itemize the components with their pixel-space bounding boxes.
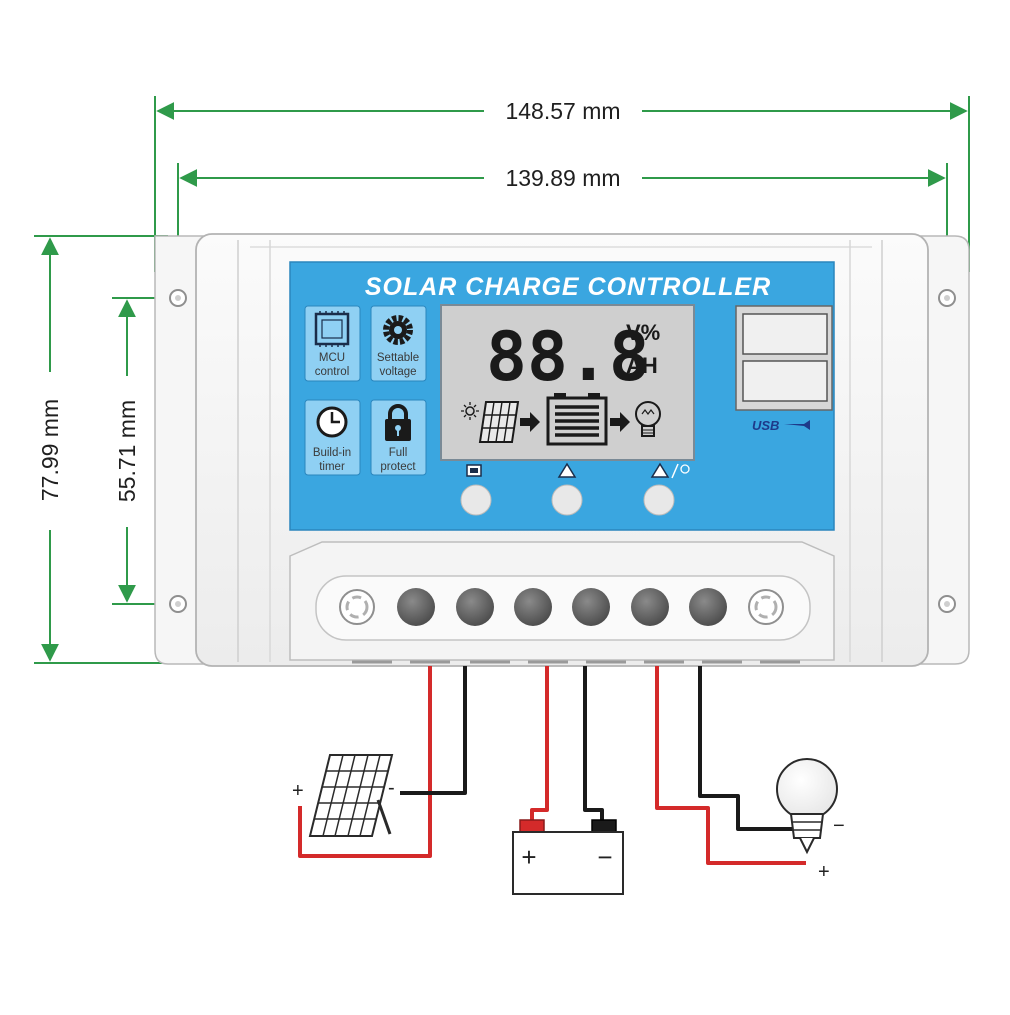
solar-plus-sign: + (292, 780, 304, 802)
clock-icon (316, 406, 348, 438)
panel-button-menu[interactable] (460, 464, 492, 516)
lcd-display: 88.8 V% AH (440, 304, 695, 461)
solar-panel: + - (292, 754, 395, 837)
terminal-block (289, 541, 835, 664)
usb-label: USB (752, 418, 779, 433)
feature-settable-voltage: Settable voltage (370, 305, 427, 382)
dimension-hole-height: 55.71 mm (114, 400, 140, 502)
load-minus-sign: − (833, 815, 845, 837)
dimension-overall-height: 77.99 mm (37, 399, 63, 501)
battery-plus-sign: + (521, 842, 536, 872)
wire-solar-positive (298, 666, 432, 858)
wire-battery-negative (583, 666, 604, 822)
feature-label-line1: MCU (319, 352, 345, 364)
arrow-right-icon (520, 412, 540, 432)
panel-button-up[interactable] (551, 462, 583, 516)
wire-battery-positive (530, 666, 549, 822)
terminal-solar-positive[interactable] (397, 588, 435, 626)
up-light-icon (650, 462, 670, 478)
feature-full-protect: Full protect (370, 399, 427, 476)
feature-label-line2: timer (319, 461, 345, 473)
battery-negative-post (591, 819, 617, 833)
light-bulb-icon (635, 401, 661, 437)
usb-plug-icon (784, 420, 810, 430)
dimension-hole-width: 139.89 mm (505, 165, 620, 191)
feature-build-in-timer: Build-in timer (304, 399, 361, 476)
feature-label-line1: Full (389, 447, 408, 459)
dimension-overall-width: 148.57 mm (505, 98, 620, 124)
battery: + − (512, 819, 624, 895)
mounting-hole (938, 595, 956, 613)
sun-icon (461, 402, 479, 420)
panel-button-up-light[interactable] (643, 462, 690, 516)
screw (339, 589, 375, 625)
feature-label-line2: control (315, 366, 350, 378)
feature-label-line2: protect (380, 461, 416, 473)
wiring (298, 666, 806, 865)
panel-title: SOLAR CHARGE CONTROLLER (365, 273, 771, 301)
front-panel: SOLAR CHARGE CONTROLLER MCU control Sett… (289, 261, 835, 531)
feature-label-line1: Settable (377, 352, 419, 364)
arrow-right-icon (610, 412, 630, 432)
load-plus-sign: + (818, 861, 830, 883)
usb-port[interactable] (742, 313, 828, 355)
battery-icon (546, 393, 608, 446)
mounting-hole (938, 289, 956, 307)
feature-mcu-control: MCU control (304, 305, 361, 382)
up-icon (557, 462, 577, 478)
lcd-unit-top: V% (626, 320, 660, 345)
feature-label-line2: voltage (379, 366, 416, 378)
terminal-load-negative[interactable] (689, 588, 727, 626)
dimension-lines: 148.57 mm 139.89 mm 77.99 mm 55.71 mm (34, 96, 970, 664)
load-bulb: − + (776, 758, 845, 883)
mounting-hole (169, 289, 187, 307)
gear-icon (383, 315, 413, 345)
lock-icon (385, 404, 411, 441)
mounting-hole (169, 595, 187, 613)
lcd-digits: 88.8 (486, 318, 650, 397)
usb-port[interactable] (742, 360, 828, 402)
terminal-solar-negative[interactable] (456, 588, 494, 626)
usb-ports: USB (735, 305, 833, 433)
wire-load-positive (655, 666, 806, 865)
wire-solar-negative (400, 666, 467, 795)
solar-minus-sign: - (388, 777, 395, 799)
solar-panel-icon (478, 401, 520, 443)
terminal-battery-positive[interactable] (514, 588, 552, 626)
feature-label-line1: Build-in (313, 447, 351, 459)
screw (748, 589, 784, 625)
wire-load-negative (698, 666, 796, 831)
terminal-battery-negative[interactable] (572, 588, 610, 626)
lcd-unit-bottom: AH (626, 353, 658, 378)
chip-icon (314, 311, 350, 347)
battery-positive-post (519, 819, 545, 833)
battery-minus-sign: − (597, 842, 612, 872)
terminal-load-positive[interactable] (631, 588, 669, 626)
